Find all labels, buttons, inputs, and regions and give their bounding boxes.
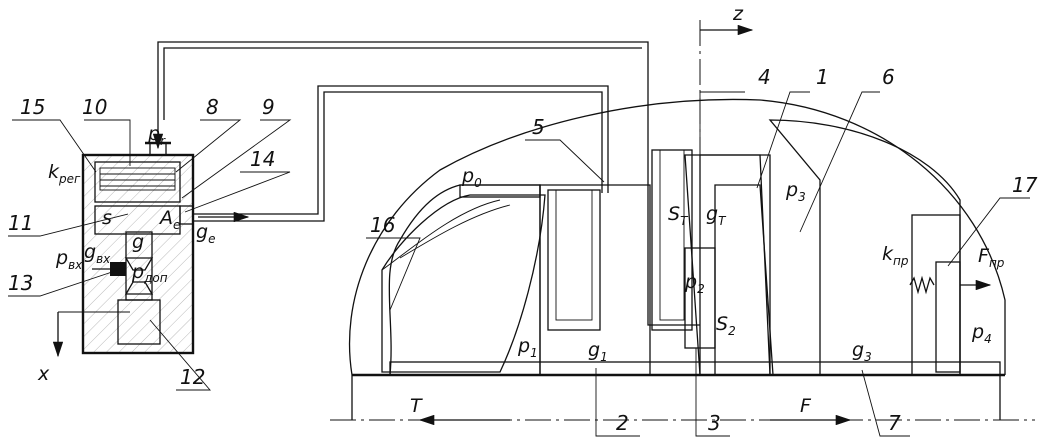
axis-z-label: z: [732, 3, 744, 25]
turbine-section: [52, 20, 1035, 426]
p1-label: p1: [517, 335, 538, 360]
pdop-label: pдоп: [131, 261, 168, 285]
label-6: 6: [882, 65, 895, 89]
label-13: 13: [8, 271, 33, 295]
gvx-label: gвх: [84, 241, 111, 266]
label-8: 8: [206, 95, 219, 119]
ST-label: ST: [668, 203, 689, 228]
label-1: 1: [816, 65, 829, 89]
p2-label: p2: [684, 271, 705, 296]
p0-label: p0: [461, 165, 482, 190]
force-F-label: F: [800, 395, 812, 417]
label-17: 17: [1012, 173, 1038, 197]
label-16: 16: [370, 213, 395, 237]
label-15: 15: [20, 95, 45, 119]
force-T-label: T: [410, 395, 423, 417]
label-9: 9: [262, 95, 275, 119]
label-7: 7: [888, 411, 901, 435]
g1-label: g1: [588, 339, 608, 364]
regulator-housing: [81, 141, 195, 355]
pvx-label: pвх: [55, 247, 83, 272]
leader-lines: [8, 91, 1030, 437]
S2-label: S2: [716, 313, 736, 338]
symbols: z x T F p0 p1 p2 p3 p4 pr ST gT S2 g1 g3…: [37, 3, 1005, 417]
p4-label: p4: [971, 321, 992, 346]
label-2: 2: [616, 411, 629, 435]
label-5: 5: [532, 115, 545, 139]
label-11: 11: [8, 211, 33, 235]
control-pipe: [92, 41, 700, 326]
axis-x-label: x: [37, 363, 50, 385]
ge-label: ge: [196, 221, 215, 246]
label-4: 4: [758, 65, 771, 89]
label-12: 12: [180, 365, 205, 389]
label-10: 10: [82, 95, 107, 119]
p3-label: p3: [785, 179, 806, 204]
part-numbers: 15 10 8 9 14 11 13 12 16 5 4 1 6 17 2 3 …: [8, 65, 1038, 435]
gT-label: gT: [706, 203, 727, 228]
s-label: s: [102, 207, 112, 229]
kpr-label: kпр: [882, 243, 909, 268]
kreg-label: kрег: [48, 161, 81, 186]
label-14: 14: [250, 147, 275, 171]
g3-label: g3: [852, 339, 872, 364]
Ae-label: Ae: [158, 207, 180, 232]
pr-label: pr: [147, 123, 166, 148]
label-3: 3: [708, 411, 721, 435]
g-label: g: [132, 231, 144, 253]
Fpr-label: Fпр: [978, 245, 1005, 270]
